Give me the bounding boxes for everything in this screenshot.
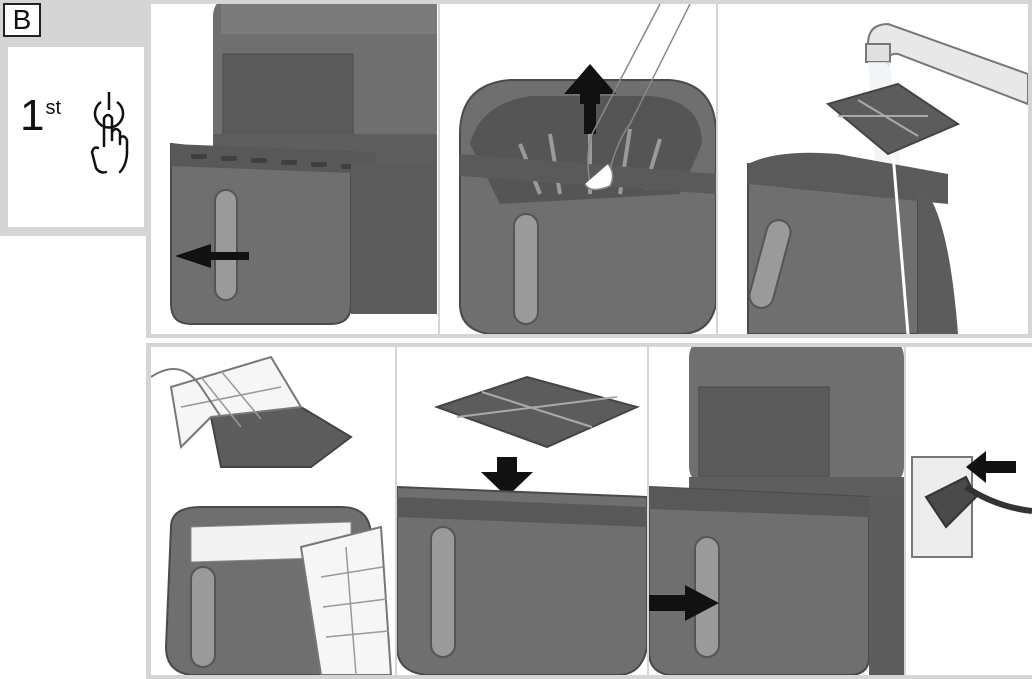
section-badge: B	[3, 3, 41, 37]
hand-press-power-icon	[84, 88, 134, 180]
plug-into-socket-icon	[911, 451, 1032, 558]
panel-rinse	[718, 4, 1028, 334]
lift-crisper-plate-icon	[459, 4, 716, 334]
panel-insert-plate	[397, 347, 647, 675]
pull-out-drawer-icon	[170, 4, 437, 325]
first-step-suffix: st	[45, 97, 62, 119]
panel-push-drawer	[649, 347, 904, 675]
panel-wipe	[151, 347, 395, 675]
rinse-under-tap-icon	[747, 22, 1028, 334]
wipe-dry-cloth-icon	[151, 355, 393, 675]
panel-pull-drawer	[151, 4, 438, 334]
section-badge-label: B	[12, 4, 32, 35]
row-2	[146, 343, 1032, 679]
first-step-label: 1st	[20, 94, 61, 138]
insert-crisper-plate-icon	[397, 375, 647, 675]
panel-plug-in	[906, 347, 1032, 675]
first-step-number: 1	[20, 91, 45, 140]
row-1	[146, 0, 1032, 338]
panel-lift-plate	[440, 4, 716, 334]
push-drawer-in-icon	[649, 347, 904, 675]
